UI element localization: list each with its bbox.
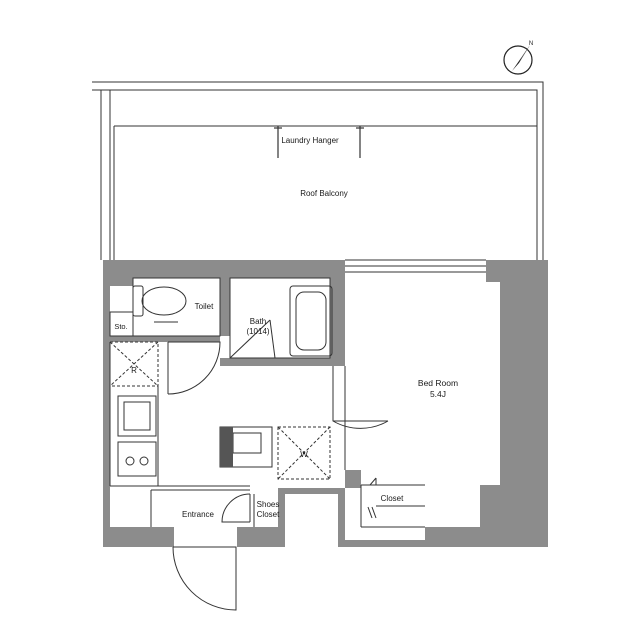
washer-label: W [300,450,308,459]
closet-marks [367,477,377,519]
laundry-hanger [274,126,364,158]
bed-room-label: Bed Room [418,378,458,388]
bath-size-label: (1014) [246,327,269,336]
roof-balcony-label: Roof Balcony [300,189,348,198]
toilet-fixture [109,277,221,337]
roof-balcony [92,81,544,260]
bath-label: Bath [250,317,266,326]
kitchen [109,341,159,486]
sink-washer [219,426,331,480]
entrance-label: Entrance [182,510,215,519]
sink-counter [220,427,233,467]
laundry-hanger-label: Laundry Hanger [281,136,339,145]
storage-label: Sto. [114,322,127,331]
refrigerator-label: R [131,366,137,375]
north-arrow-icon [503,45,533,75]
closet-label: Closet [381,494,404,503]
toilet-label: Toilet [195,302,214,311]
compass-label: N [529,41,533,47]
exterior-walls [103,260,548,547]
bath-fixture [229,277,333,359]
bed-room-size-label: 5.4J [430,389,446,399]
shoes-closet-label-line1: Shoes [257,500,280,509]
doors [167,341,389,611]
shoes-closet-label-line2: Closet [257,510,280,519]
